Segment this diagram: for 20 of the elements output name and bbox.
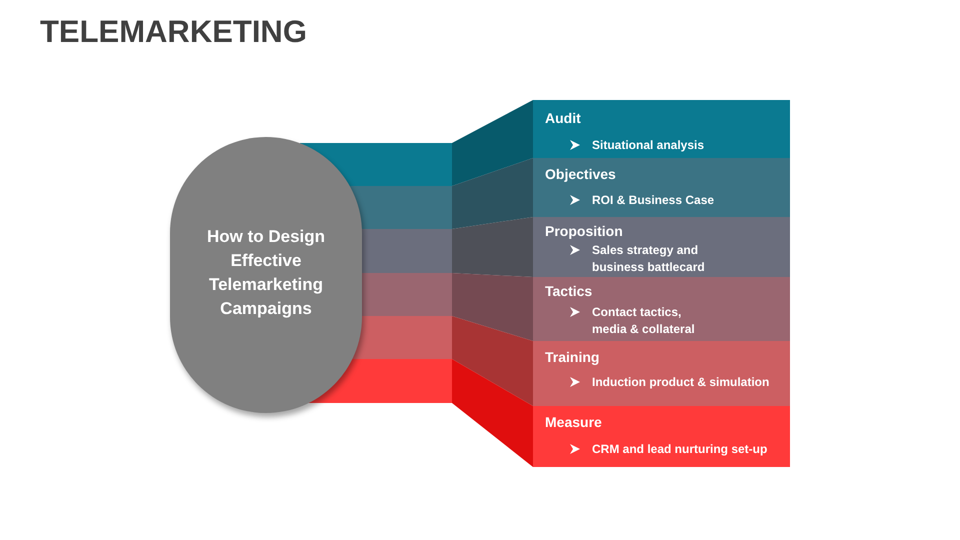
step-detail: CRM and lead nurturing set-up — [592, 441, 768, 458]
step-detail: Situational analysis — [592, 137, 706, 154]
step-heading: Training — [545, 349, 600, 365]
step-heading: Proposition — [545, 223, 623, 239]
step-heading: Objectives — [545, 166, 616, 182]
slide-title: TELEMARKETING — [40, 14, 307, 50]
step-detail: Induction product & simulation — [592, 374, 770, 391]
step-heading: Audit — [545, 110, 581, 126]
step-band — [533, 158, 790, 217]
step-detail: Contact tactics, media & collateral — [592, 304, 696, 338]
step-band — [533, 217, 790, 277]
step-band — [533, 341, 790, 406]
step-band — [533, 100, 790, 158]
step-detail: ROI & Business Case — [592, 192, 716, 209]
step-heading: Tactics — [545, 283, 592, 299]
oval-text: How to Design Effective Telemarketing Campaigns — [206, 226, 326, 320]
step-band — [533, 406, 790, 467]
step-detail: Sales strategy and business battlecard — [592, 242, 706, 276]
step-band — [533, 277, 790, 341]
step-heading: Measure — [545, 414, 602, 430]
